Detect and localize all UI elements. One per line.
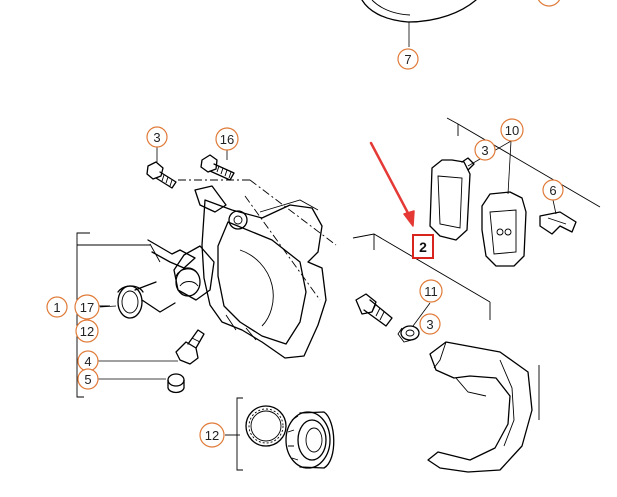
callout-10[interactable]: 10 (500, 118, 524, 142)
caliper-carrier (427, 341, 533, 473)
callout-3-bolt[interactable]: 3 (146, 126, 168, 148)
pad-clip-6 (539, 199, 577, 235)
callout-12-bottom[interactable]: 12 (199, 422, 225, 448)
svg-text:12: 12 (80, 324, 94, 339)
svg-text:16: 16 (220, 132, 234, 147)
callout-17[interactable]: 17 (74, 294, 100, 320)
callout-11[interactable]: 11 (419, 279, 443, 303)
callout-7[interactable]: 7 (397, 48, 419, 70)
callout-4[interactable]: 4 (77, 350, 99, 372)
caliper-bolt-16 (200, 148, 235, 181)
svg-text:6: 6 (549, 183, 556, 198)
caliper-bolt-3 (146, 146, 177, 189)
svg-text:7: 7 (404, 52, 411, 67)
spring-clip-17 (99, 281, 176, 319)
callout-16[interactable]: 16 (215, 127, 239, 151)
highlighted-part-number-2[interactable]: 2 (412, 234, 434, 259)
highlight-arrow (369, 141, 415, 227)
callout-6[interactable]: 6 (542, 179, 564, 201)
bracket-wire (147, 239, 196, 269)
svg-text:10: 10 (505, 123, 519, 138)
group-brackets (76, 117, 601, 471)
gasket-ring (245, 405, 287, 447)
partial-callout-top-right (537, 0, 561, 7)
guide-pin (355, 293, 393, 327)
svg-text:11: 11 (424, 284, 438, 299)
callout-1[interactable]: 1 (46, 296, 68, 318)
dust-cap-5 (98, 373, 185, 394)
svg-text:5: 5 (84, 372, 91, 387)
bleed-valve-4 (98, 329, 205, 365)
svg-text:12: 12 (205, 428, 219, 443)
brake-disc-partial (361, 0, 477, 47)
svg-text:17: 17 (80, 300, 94, 315)
svg-text:1: 1 (53, 300, 60, 315)
highlight-label: 2 (419, 239, 427, 255)
guide-sleeve-11 (397, 302, 431, 343)
svg-text:3: 3 (153, 130, 160, 145)
callout-5[interactable]: 5 (77, 368, 99, 390)
brake-caliper-body (173, 185, 327, 359)
callout-3-pin[interactable]: 3 (419, 313, 441, 335)
callout-3-pad[interactable]: 3 (474, 139, 496, 161)
svg-text:3: 3 (426, 317, 433, 332)
brake-pad-outer (467, 140, 527, 267)
svg-text:3: 3 (481, 143, 488, 158)
svg-text:4: 4 (84, 354, 91, 369)
brake-pad-inner (429, 157, 475, 241)
wheel-bearing (285, 411, 335, 469)
callout-12-left[interactable]: 12 (75, 319, 99, 343)
